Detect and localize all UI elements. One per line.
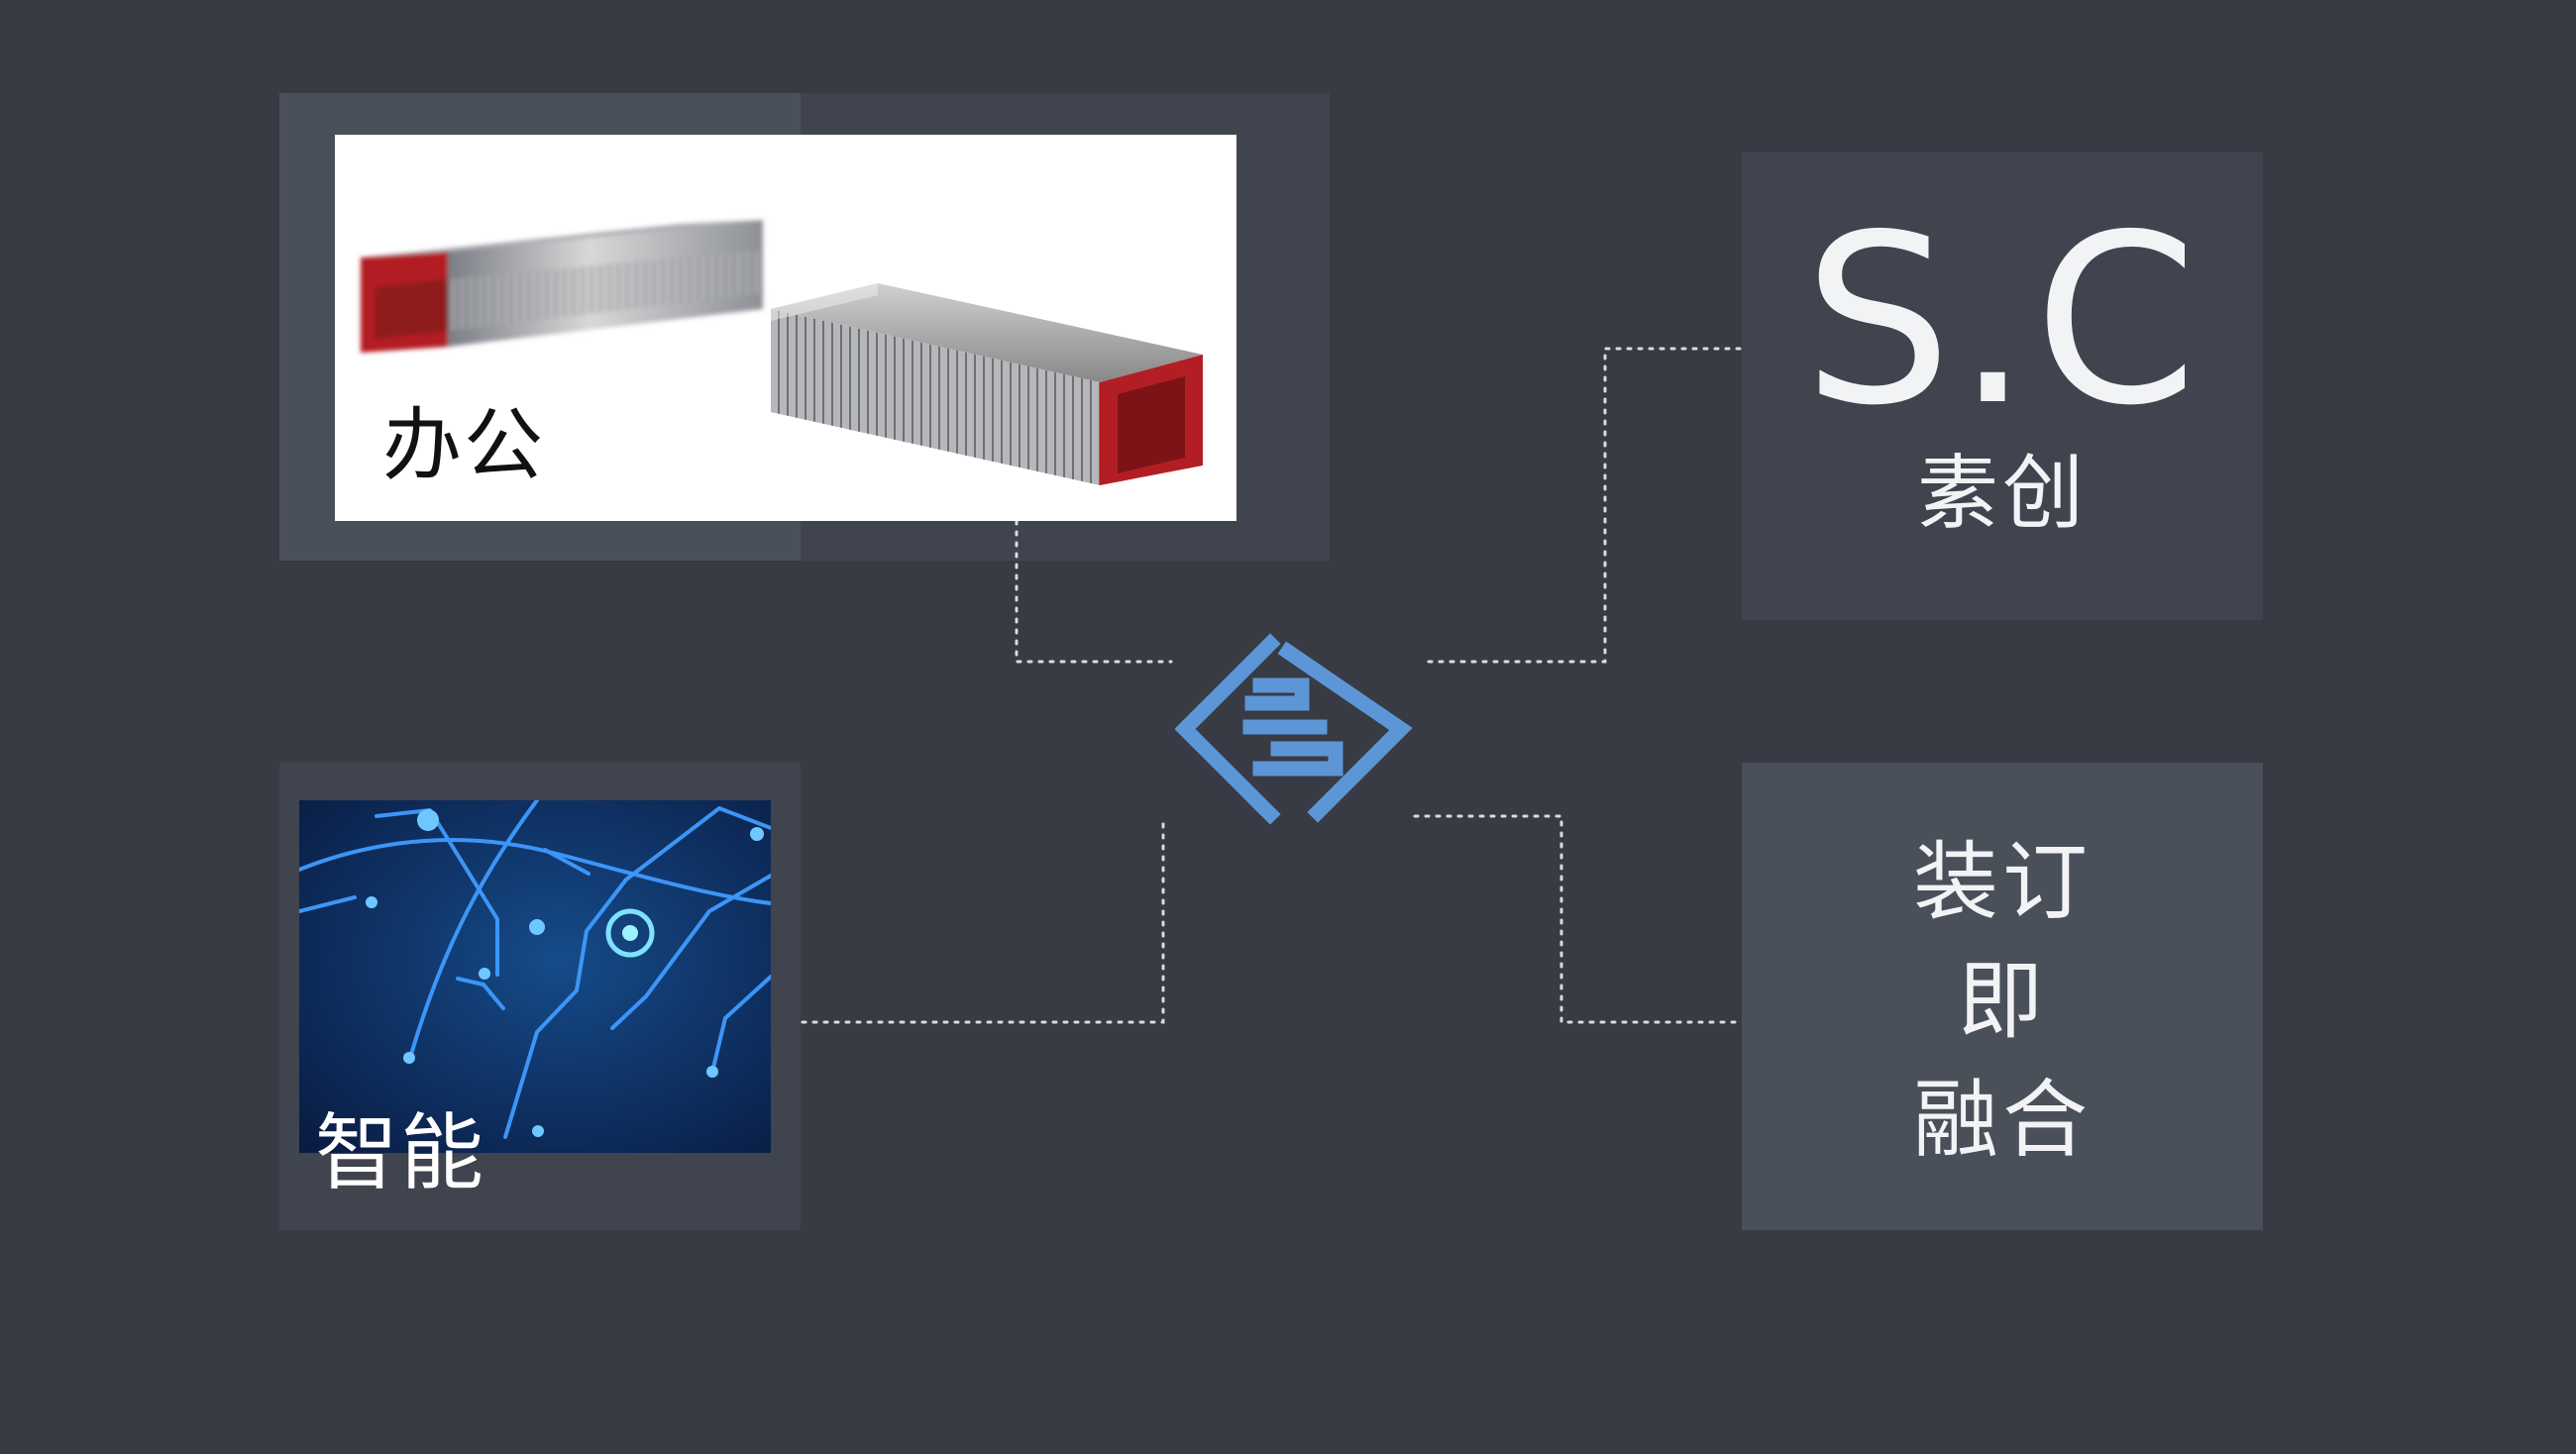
connector-binding-center <box>1413 814 1742 1024</box>
staples-photo-icon <box>361 220 1203 485</box>
brand-panel <box>1742 153 2263 620</box>
binding-line-3: 融合 <box>1913 1071 2092 1170</box>
connector-office-center <box>1015 519 1173 664</box>
right-staple-strip <box>771 283 1203 485</box>
circuit-nodes <box>366 809 764 1137</box>
binding-line-2: 即 <box>1958 952 2047 1051</box>
office-image-card: 办公 <box>335 135 1236 521</box>
smart-label: 智能 <box>315 1104 486 1201</box>
brand-mark: S.C <box>1803 184 2201 457</box>
binding-line-1: 装订 <box>1913 833 2092 932</box>
connector-smart-center <box>801 814 1165 1024</box>
binding-panel <box>1742 763 2263 1230</box>
left-staple-strip <box>361 220 763 353</box>
diamond-e-logo-icon <box>1175 633 1413 824</box>
circuit-focus-node <box>605 908 655 958</box>
office-label: 办公 <box>382 399 545 491</box>
circuit-board-photo-icon <box>299 800 771 1153</box>
connector-brand-center <box>1427 347 1742 664</box>
brand-name: 素创 <box>1916 447 2088 541</box>
smart-image-card <box>299 800 771 1153</box>
